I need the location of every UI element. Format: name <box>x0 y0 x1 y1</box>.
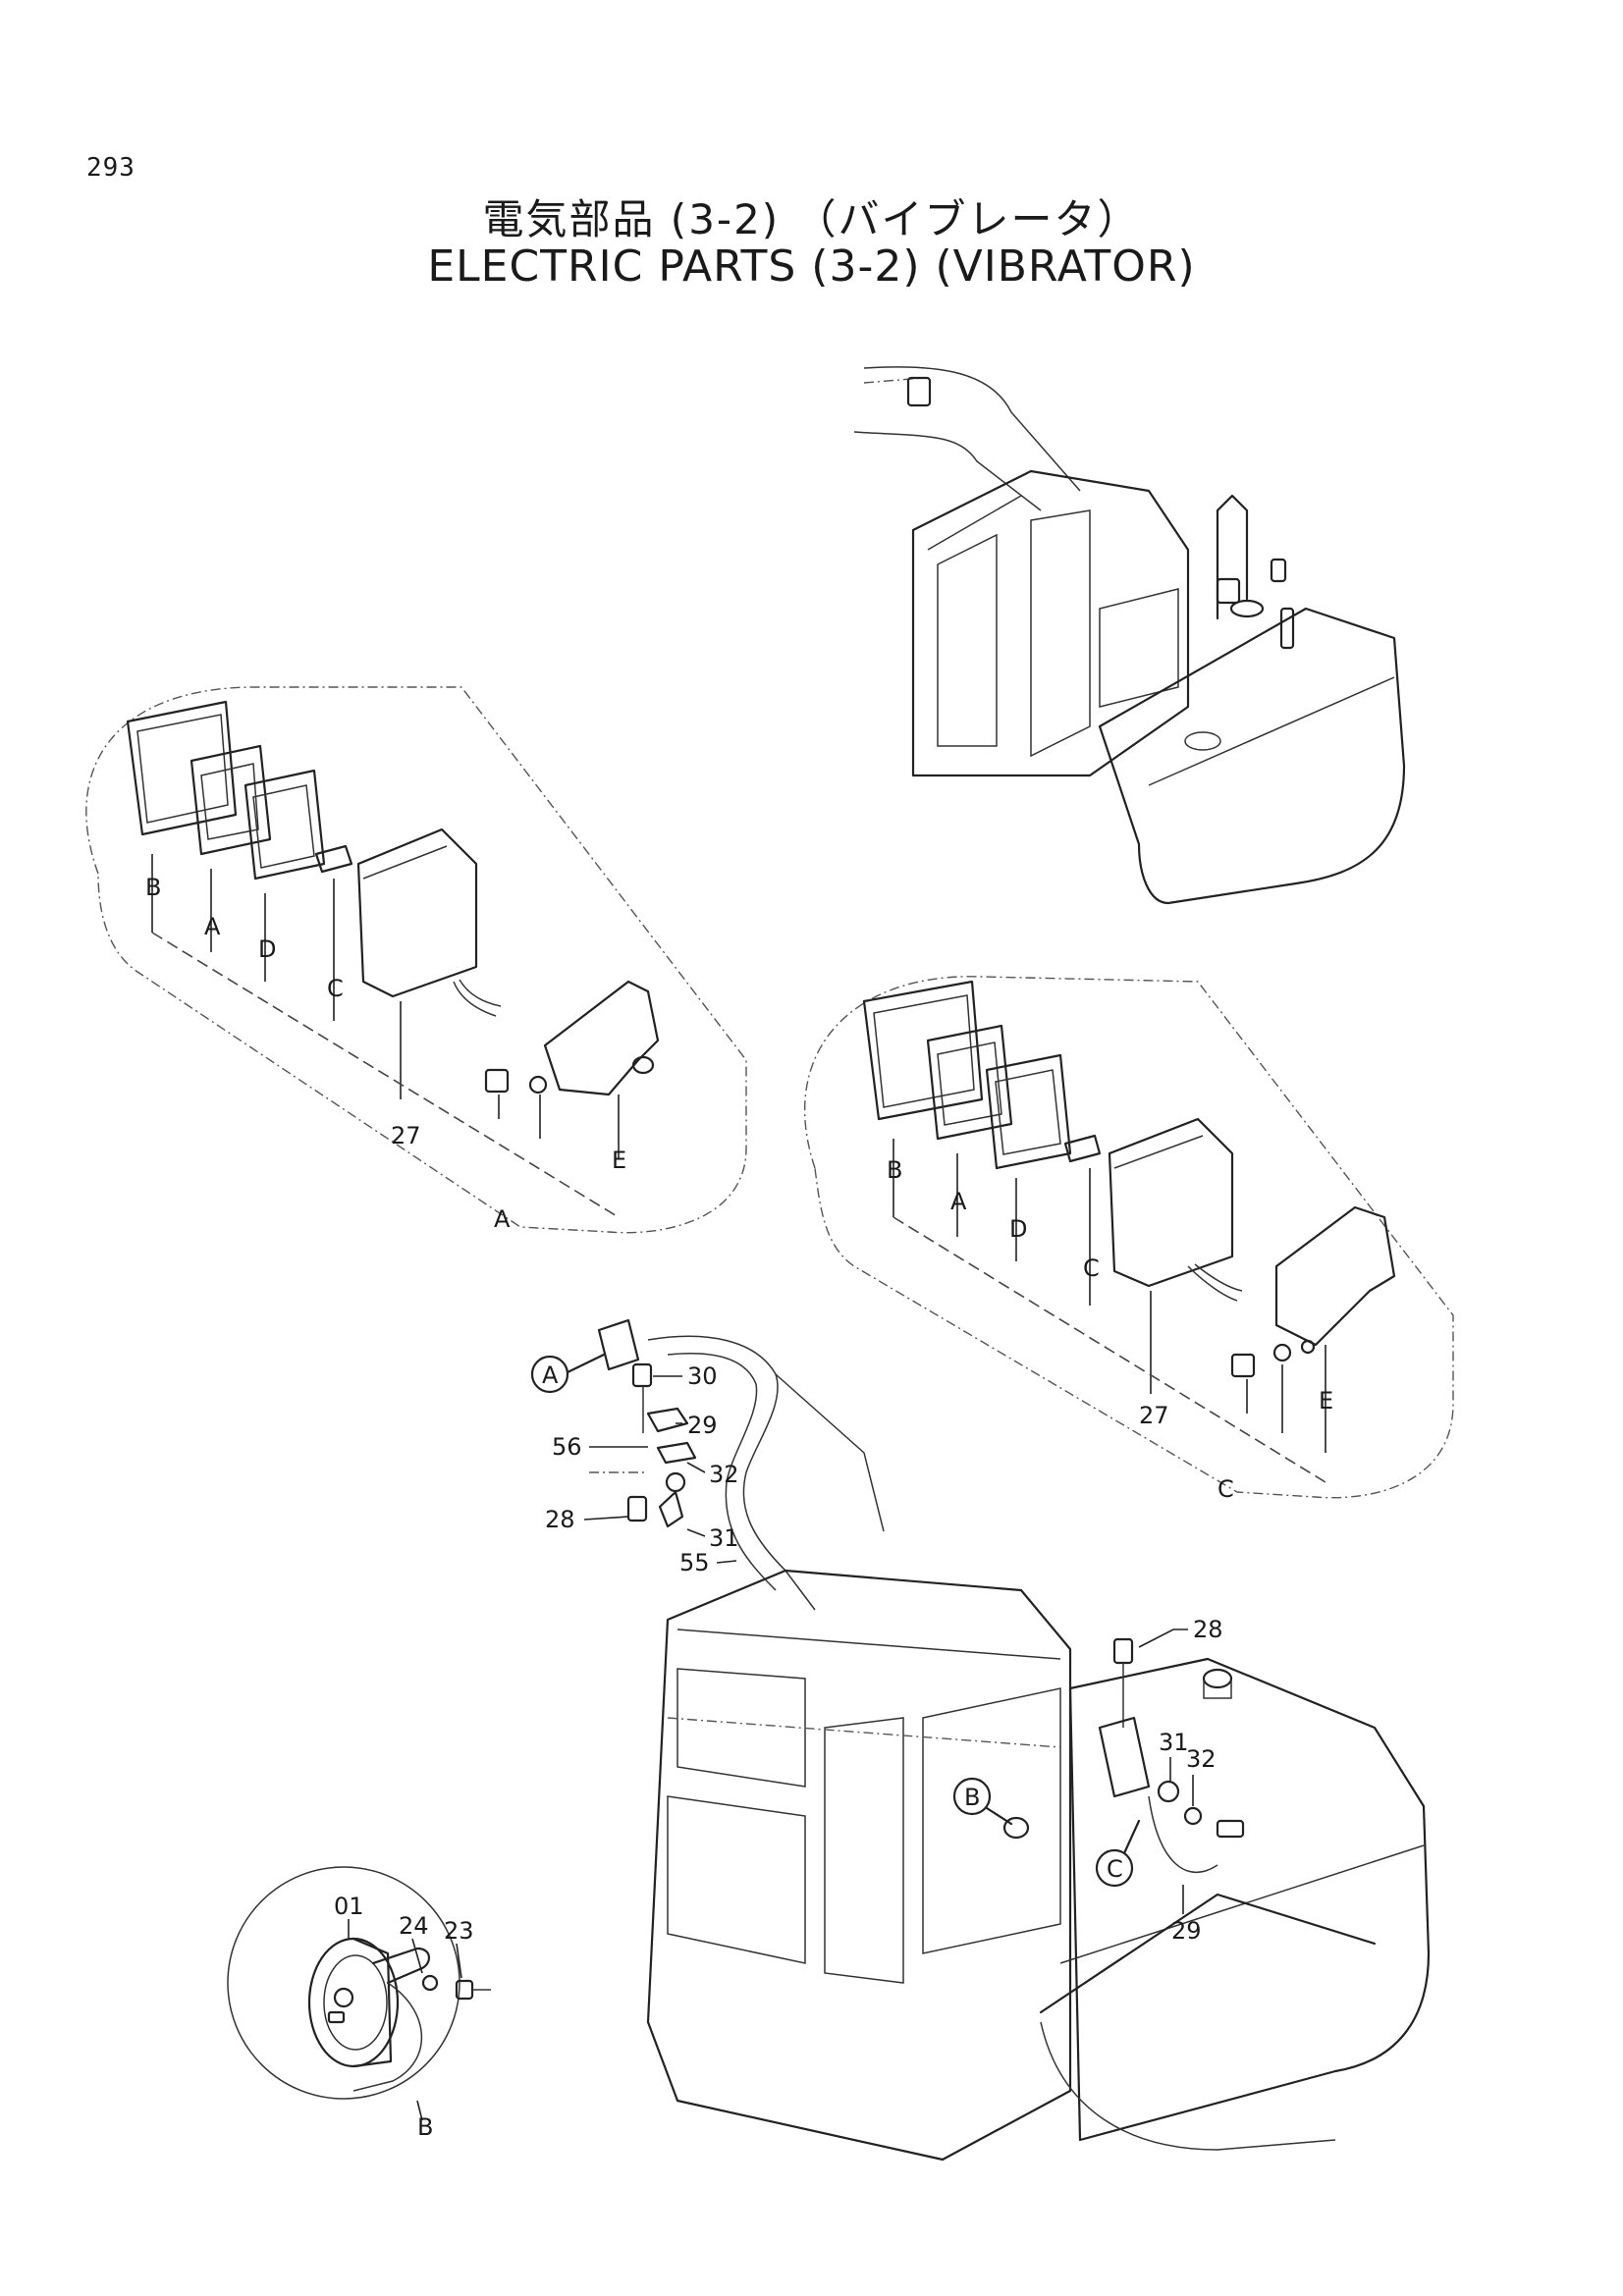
main-part-29: 29 <box>1171 1917 1202 1945</box>
detail-c-label-e: E <box>1319 1387 1333 1415</box>
main-part-28: 28 <box>1193 1616 1223 1643</box>
detail-b-part-24: 24 <box>399 1912 429 1940</box>
mount-part-55: 55 <box>679 1549 710 1576</box>
detail-a-labels: B A D C 27 E A <box>145 874 626 1233</box>
page-number: 293 <box>86 153 135 183</box>
detail-c-label-c: C <box>1083 1255 1100 1282</box>
detail-c-label-d: D <box>1009 1215 1027 1243</box>
detail-c-part-27: 27 <box>1139 1402 1169 1429</box>
main-circle-c-label: C <box>1107 1855 1123 1883</box>
mount-part-28: 28 <box>545 1506 575 1533</box>
detail-c-name: C <box>1217 1475 1234 1503</box>
detail-a-label-d: D <box>258 935 276 963</box>
mount-assembly-group <box>530 1318 885 1611</box>
detail-a-group <box>85 686 747 1234</box>
mount-part-30: 30 <box>687 1362 718 1390</box>
mount-part-29: 29 <box>687 1412 718 1439</box>
detail-a-name: A <box>494 1205 511 1233</box>
detail-c-labels: B A D C 27 E C <box>887 1156 1333 1503</box>
detail-c-label-b: B <box>887 1156 902 1184</box>
detail-b-group <box>227 1866 491 2121</box>
mount-circle-a-label: A <box>542 1362 559 1389</box>
detail-c-group <box>804 976 1454 1499</box>
main-circle-b-label: B <box>964 1784 980 1811</box>
detail-c-label-a: A <box>950 1188 967 1215</box>
detail-b-name: B <box>417 2113 433 2141</box>
detail-a-label-e: E <box>612 1147 626 1174</box>
detail-b-part-01: 01 <box>334 1893 364 1920</box>
detail-a-label-a: A <box>204 913 221 940</box>
machine-main-labels: B C 28 31 32 29 <box>964 1616 1223 1945</box>
detail-b-labels: 01 24 23 B <box>334 1893 474 2141</box>
detail-b-part-23: 23 <box>444 1917 474 1945</box>
mount-assembly-labels: A 30 29 56 32 28 31 55 <box>542 1362 739 1576</box>
main-part-31: 31 <box>1159 1729 1189 1756</box>
machine-overview <box>853 366 1406 905</box>
detail-a-label-c: C <box>327 975 344 1002</box>
mount-part-56: 56 <box>552 1433 582 1461</box>
page-title-english: ELECTRIC PARTS (3-2) (VIBRATOR) <box>427 241 1196 292</box>
main-part-32: 32 <box>1186 1745 1217 1773</box>
mount-part-32: 32 <box>709 1461 739 1488</box>
machine-main <box>646 1569 1431 2162</box>
mount-part-31: 31 <box>709 1524 739 1552</box>
detail-a-part-27: 27 <box>391 1122 421 1149</box>
detail-a-label-b: B <box>145 874 161 901</box>
page-title-japanese: 電気部品 (3-2) （バイブレータ） <box>482 195 1141 243</box>
